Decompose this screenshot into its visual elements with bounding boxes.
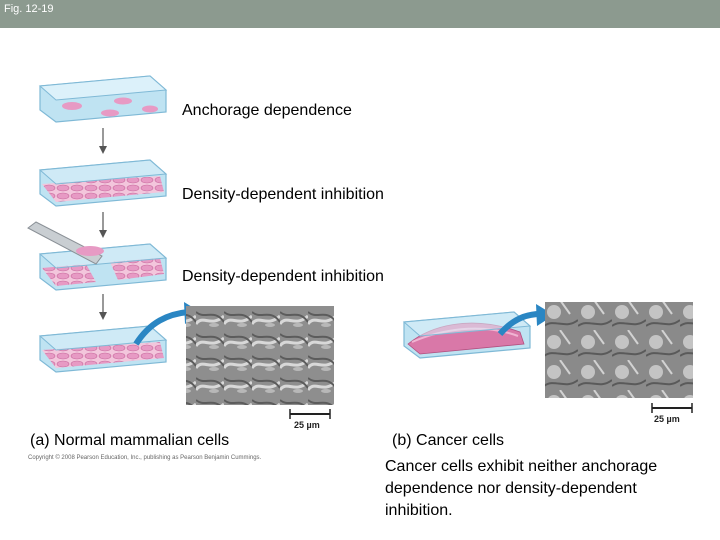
copyright-notice: Copyright © 2008 Pearson Education, Inc.… — [28, 455, 262, 461]
cancer-dish — [402, 311, 532, 359]
panel-b-description: Cancer cells exhibit neither anchorage d… — [385, 458, 658, 519]
dish-2 — [38, 159, 168, 207]
panel-b-letter: (b) — [392, 432, 412, 449]
dish-3 — [27, 221, 168, 291]
panel-a-letter: (a) — [30, 432, 50, 449]
dish-4 — [38, 325, 168, 373]
panel-a-caption: (a) Normal mammalian cells — [30, 432, 229, 450]
down-arrow-3 — [99, 294, 107, 320]
cell-layer-left — [42, 264, 96, 286]
dish-1 — [38, 75, 168, 123]
stage-label-density-2: Density-dependent inhibition — [182, 268, 384, 285]
cell — [101, 109, 119, 117]
stage-label-density-1: Density-dependent inhibition — [182, 186, 384, 203]
cell — [114, 97, 132, 105]
scale-bar-left — [289, 409, 331, 419]
down-arrow-2 — [99, 212, 107, 238]
scale-label-left: 25 µm — [294, 420, 320, 430]
panel-a-title: Normal mammalian cells — [54, 432, 230, 449]
stage-label-anchorage: Anchorage dependence — [182, 102, 352, 119]
figure-label: Fig. 12-19 — [4, 3, 54, 15]
micrograph-normal-cells — [186, 306, 334, 405]
micrograph-cancer-cells — [545, 302, 693, 398]
panel-b-title: Cancer cells — [416, 432, 505, 449]
scraped-cells — [76, 246, 104, 256]
scale-label-right: 25 µm — [654, 414, 680, 424]
down-arrow-1 — [99, 128, 107, 154]
cell — [142, 105, 158, 113]
cell-layer-right — [110, 258, 164, 280]
panel-b-caption: (b) Cancer cells — [392, 432, 504, 450]
title-bar: Fig. 12-19 — [0, 0, 720, 28]
cell — [62, 102, 82, 110]
scale-bar-right — [651, 403, 693, 413]
